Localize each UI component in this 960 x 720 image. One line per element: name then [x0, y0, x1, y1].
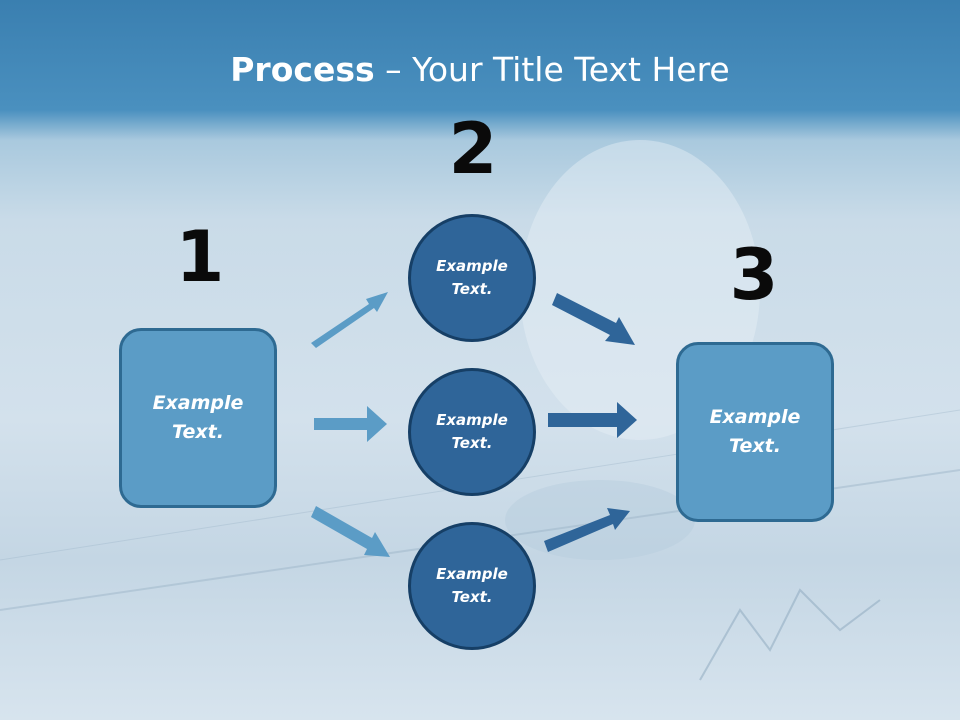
step3-box[interactable]: Example Text.: [676, 342, 834, 522]
circle-middle-line2: Text.: [451, 434, 493, 452]
step1-text-line1: Example: [152, 392, 244, 414]
circle-top-line2: Text.: [451, 280, 493, 298]
step-number-2: 2: [448, 108, 498, 190]
step-number-3: 3: [729, 234, 779, 316]
circle-bottom-line2: Text.: [451, 588, 493, 606]
step1-text-line2: Text.: [172, 421, 224, 443]
circle-bottom[interactable]: Example Text.: [408, 522, 536, 650]
arrow-right-down: [544, 508, 630, 552]
circle-middle[interactable]: Example Text.: [408, 368, 536, 496]
arrow-left-down: [311, 506, 390, 557]
circle-middle-line1: Example: [436, 411, 508, 429]
page-title: Process – Your Title Text Here: [0, 50, 960, 89]
circle-top-line1: Example: [436, 257, 508, 275]
title-bold: Process: [230, 50, 375, 89]
circle-top[interactable]: Example Text.: [408, 214, 536, 342]
step1-box[interactable]: Example Text.: [119, 328, 277, 508]
step3-text-line1: Example: [709, 406, 801, 428]
step-number-1: 1: [175, 216, 225, 298]
arrow-left-middle: [314, 406, 387, 442]
arrow-right-middle: [548, 402, 637, 438]
arrow-right-up: [552, 293, 635, 345]
title-rest: – Your Title Text Here: [374, 50, 730, 89]
circle-bottom-line1: Example: [436, 565, 508, 583]
arrow-left-up: [311, 292, 388, 348]
step3-text-line2: Text.: [729, 435, 781, 457]
